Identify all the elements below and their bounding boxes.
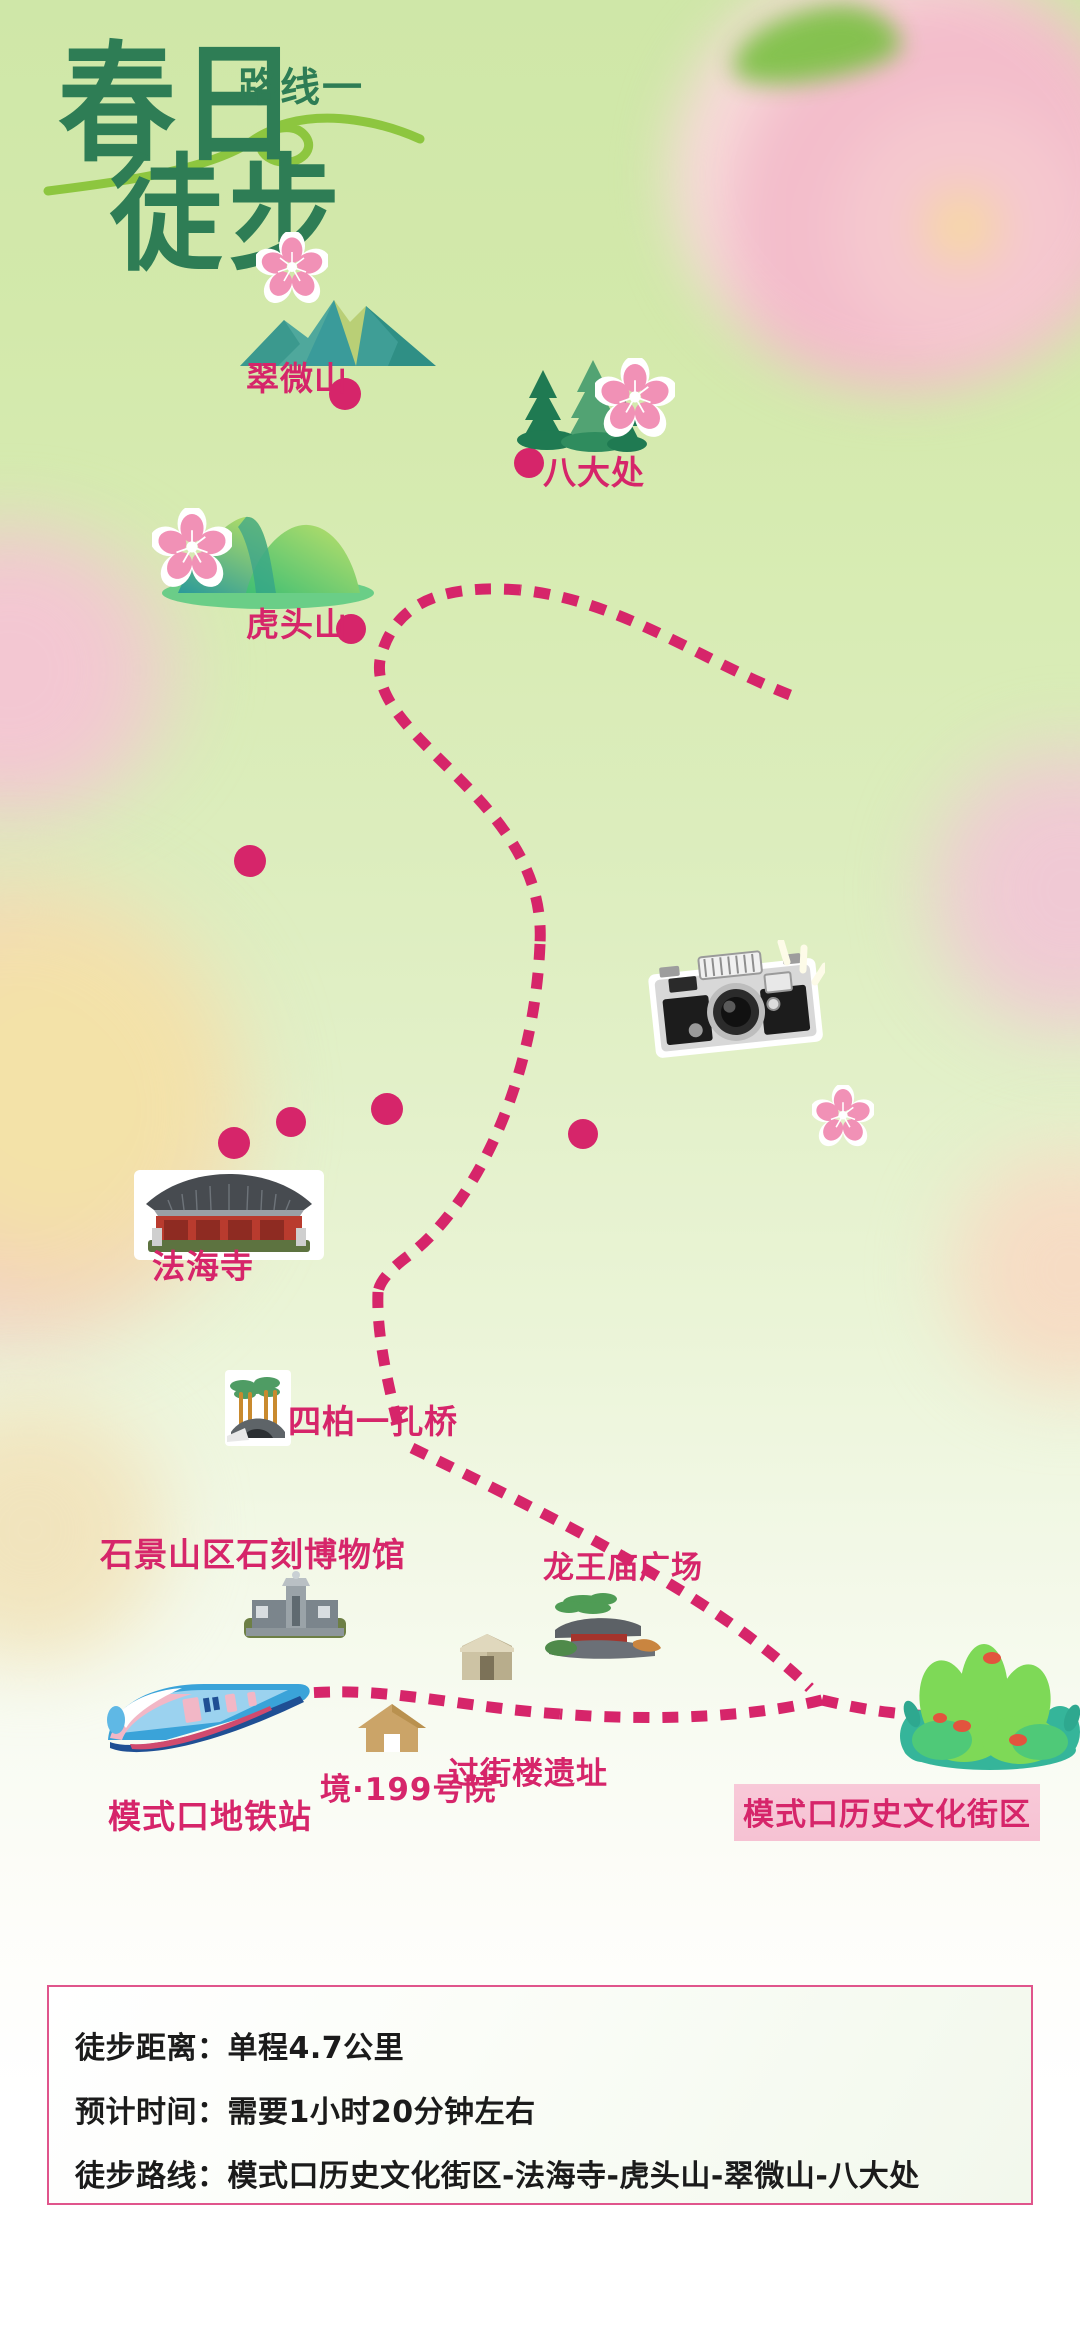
route-segment-bottom-right <box>559 1694 824 1724</box>
route-node-group <box>218 378 598 1159</box>
route-segment-hutou-fahai <box>404 943 546 1261</box>
train-icon <box>107 1684 310 1753</box>
route-segment-bottom-mid <box>329 1686 561 1720</box>
gate-ruin-icon <box>460 1634 514 1680</box>
sakura-flower-icon <box>812 1085 874 1147</box>
route-node-museum <box>276 1107 306 1137</box>
poi-label-cuiweishan: 翠微山 <box>246 359 348 398</box>
info-duration: 预计时间：需要1小时20分钟左右 <box>75 2095 536 2130</box>
page-title-line1: 春日 <box>58 28 303 180</box>
poi-label-guojielou: 过街楼遗址 <box>448 1756 608 1792</box>
poi-label-hutoushan: 虎头山 <box>246 605 348 644</box>
info-distance: 徒步距离：单程4.7公里 <box>75 2031 405 2066</box>
swirl-underline-icon <box>43 113 425 196</box>
route-node-cuiweishan <box>329 378 361 410</box>
route-node-hutoushan <box>336 614 366 644</box>
museum-icon <box>244 1571 346 1638</box>
pavilion-rock-icon <box>545 1593 661 1659</box>
poi-label-lishi-wenhua-jiequ: 模式口历史文化街区 <box>734 1784 1040 1841</box>
sakura-flower-icon <box>595 358 675 437</box>
route-node-fahaisi <box>234 845 266 877</box>
poi-label-jing199: 境·199号院 <box>320 1772 497 1808</box>
poi-label-moshikou-station: 模式口地铁站 <box>108 1797 312 1836</box>
poi-label-fahaisi: 法海寺 <box>152 1247 254 1286</box>
poi-label-longwangmiao: 龙王庙广场 <box>543 1550 703 1586</box>
house-icon <box>358 1704 426 1752</box>
poi-label-sibaiyikongqiao: 四柏一孔桥 <box>288 1402 458 1441</box>
temple-icon <box>134 1170 324 1260</box>
route-segment-cuiwei-down <box>374 583 521 662</box>
route-segment-cuiwei-hutou <box>374 659 546 945</box>
route-badge: 路线一 <box>238 66 364 110</box>
route-segment-fahai-approach <box>372 1251 412 1294</box>
mountain-icon <box>240 300 436 366</box>
route-segment-sibai-guojielou <box>409 1443 814 1692</box>
cypress-bridge-icon <box>225 1370 291 1446</box>
route-node-jing199 <box>371 1093 403 1125</box>
route-segment-fahai-sibai <box>372 1291 406 1434</box>
info-route: 徒步路线：模式口历史文化街区-法海寺-虎头山-翠微山-八大处 <box>75 2159 920 2194</box>
route-info-box: 徒步距离：单程4.7公里 预计时间：需要1小时20分钟左右 徒步路线：模式口历史… <box>47 1985 1033 2205</box>
bush-icon <box>900 1644 1080 1770</box>
sakura-flower-icon <box>256 232 328 304</box>
vintage-camera-icon <box>648 940 825 1058</box>
route-segment-badachu-cuiwei <box>519 584 792 701</box>
poi-label-shike-museum: 石景山区石刻博物馆 <box>100 1535 406 1574</box>
route-node-badachu <box>514 448 544 478</box>
route-node-ditie <box>218 1127 250 1159</box>
route-node-longwangmiao <box>568 1119 598 1149</box>
sakura-flower-icon <box>152 508 232 587</box>
poi-label-badachu: 八大处 <box>543 453 645 492</box>
